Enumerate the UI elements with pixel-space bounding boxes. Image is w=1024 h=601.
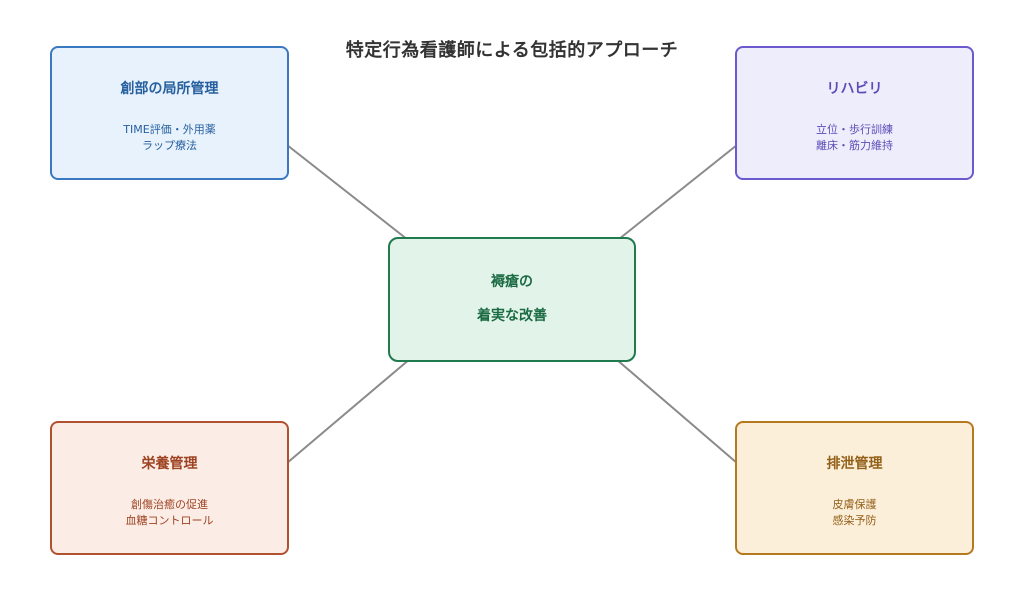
rehabilitation-detail-2: 離床・筋力維持 [816, 139, 893, 152]
excretion-detail-2: 感染予防 [832, 514, 877, 527]
wound-care-box: 創部の局所管理 TIME評価・外用薬 ラップ療法 [50, 46, 289, 180]
arrow-excretion-to-center [609, 353, 738, 464]
nutrition-detail-1: 創傷治癒の促進 [131, 498, 208, 511]
wound-care-detail-2: ラップ療法 [142, 139, 197, 152]
nutrition-detail-2: 血糖コントロール [125, 514, 214, 527]
central-goal-box: 褥瘡の 着実な改善 [388, 237, 636, 362]
arrow-rehab-to-center [609, 144, 738, 247]
excretion-detail-1: 皮膚保護 [832, 498, 877, 511]
central-goal-line-2: 着実な改善 [477, 308, 547, 324]
nutrition-title: 栄養管理 [141, 456, 198, 472]
arrow-wound-to-center [286, 144, 417, 247]
wound-care-detail-1: TIME評価・外用薬 [123, 123, 216, 136]
rehabilitation-detail-1: 立位・歩行訓練 [816, 123, 893, 136]
excretion-title: 排泄管理 [826, 456, 883, 472]
rehabilitation-title: リハビリ [826, 81, 883, 97]
central-goal-line-1: 褥瘡の [491, 274, 533, 290]
nutrition-box: 栄養管理 創傷治癒の促進 血糖コントロール [50, 421, 289, 555]
rehabilitation-box: リハビリ 立位・歩行訓練 離床・筋力維持 [735, 46, 974, 180]
diagram-title: 特定行為看護師による包括的アプローチ [345, 40, 679, 61]
wound-care-title: 創部の局所管理 [120, 81, 219, 97]
excretion-box: 排泄管理 皮膚保護 感染予防 [735, 421, 974, 555]
arrow-nutrition-to-center [286, 353, 417, 464]
